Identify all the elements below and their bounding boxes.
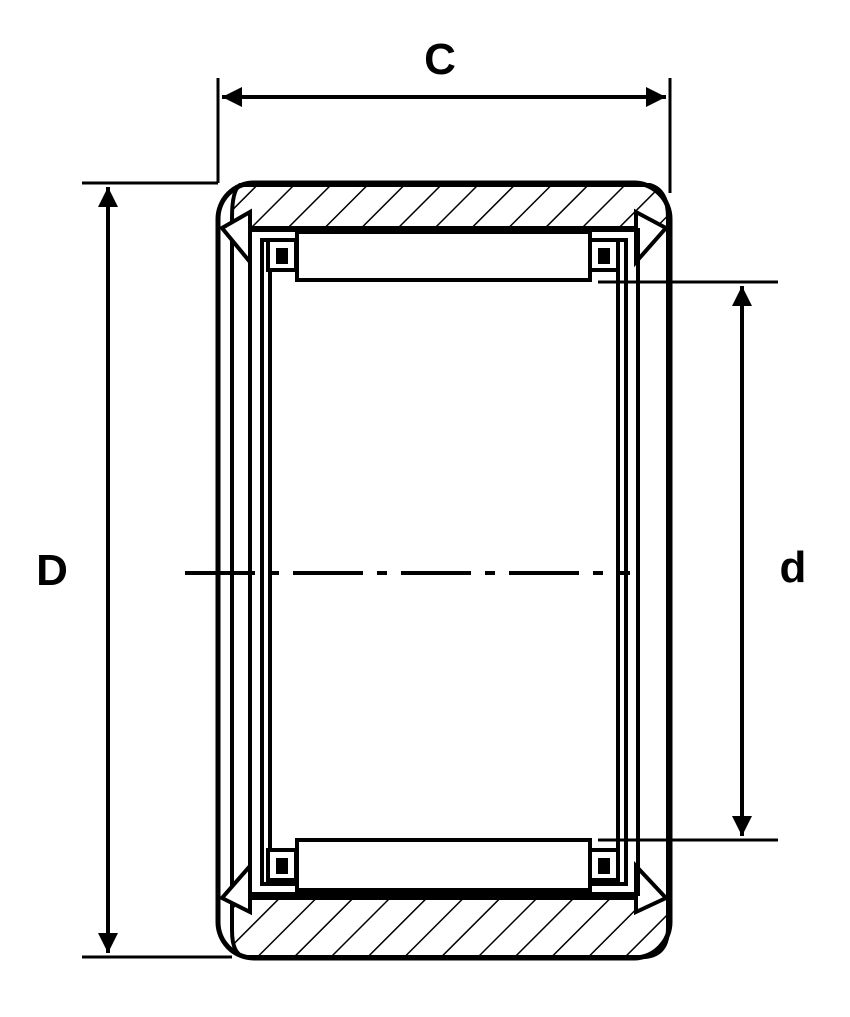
dimension-d-inner-label: d bbox=[780, 543, 807, 592]
needle-roller-top bbox=[266, 230, 620, 282]
bottom-shell-section bbox=[230, 896, 670, 959]
dimension-d-inner: d bbox=[598, 280, 807, 842]
top-shell-section bbox=[230, 183, 670, 230]
dimension-d-outer-label: D bbox=[36, 546, 68, 595]
outer-shell bbox=[215, 180, 673, 961]
dimension-c-label: C bbox=[424, 35, 456, 84]
dimension-d-outer: D bbox=[36, 181, 232, 959]
shell-lips bbox=[218, 208, 670, 916]
needle-roller-bottom bbox=[266, 838, 620, 892]
cage bbox=[248, 228, 640, 896]
dimension-c: C bbox=[216, 35, 672, 193]
